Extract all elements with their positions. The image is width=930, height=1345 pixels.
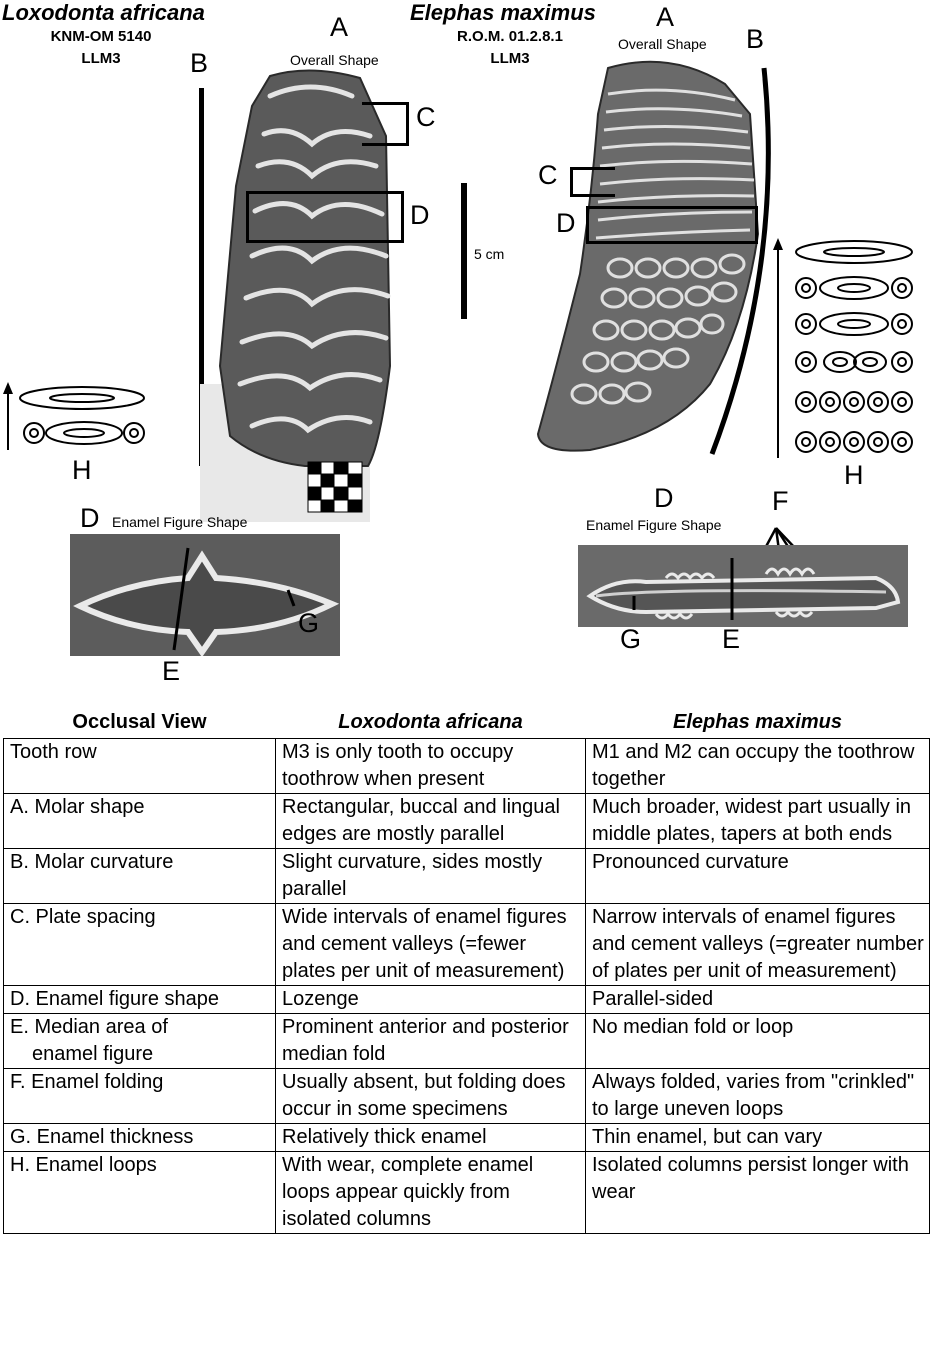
table-row: D. Enamel figure shape Lozenge Parallel-… <box>3 985 930 1014</box>
row-feature: E. Median area of enamel figure <box>3 1013 276 1069</box>
left-enamel-loop-diagram <box>3 382 145 450</box>
row-loxodonta: Prominent anterior and posterior median … <box>275 1013 586 1069</box>
right-label-f: F <box>772 486 789 516</box>
left-curvature-line <box>199 88 204 466</box>
row-elephas: Thin enamel, but can vary <box>585 1123 930 1152</box>
right-label-e: E <box>722 624 741 654</box>
right-label-g: G <box>620 624 642 654</box>
row-elephas: Narrow intervals of enamel figures and c… <box>585 903 930 986</box>
right-label-b: B <box>746 24 765 54</box>
table-row: E. Median area of enamel figure Prominen… <box>3 1013 930 1069</box>
scale-bar <box>461 183 467 319</box>
right-species-title: Elephas maximus <box>410 0 596 25</box>
right-label-h: H <box>844 460 864 490</box>
table-row: C. Plate spacing Wide intervals of ename… <box>3 903 930 986</box>
table-row: F. Enamel folding Usually absent, but fo… <box>3 1068 930 1124</box>
row-feature: F. Enamel folding <box>3 1068 276 1124</box>
table-row: A. Molar shape Rectangular, buccal and l… <box>3 793 930 849</box>
table-row: G. Enamel thickness Relatively thick ena… <box>3 1123 930 1152</box>
left-box-d <box>246 191 404 243</box>
row-feature: D. Enamel figure shape <box>3 985 276 1014</box>
left-label-d: D <box>410 200 430 230</box>
row-feature: Tooth row <box>3 738 276 794</box>
left-label-h: H <box>72 455 92 485</box>
right-label-d: D <box>556 208 576 238</box>
header-elephas: Elephas maximus <box>673 710 842 733</box>
row-feature: A. Molar shape <box>3 793 276 849</box>
row-loxodonta: Wide intervals of enamel figures and cem… <box>275 903 586 986</box>
right-enamel-loop-diagram <box>773 238 913 458</box>
left-enamel-figure-caption: Enamel Figure Shape <box>112 514 248 530</box>
table-row: H. Enamel loops With wear, complete enam… <box>3 1151 930 1234</box>
left-label-e: E <box>162 656 181 686</box>
right-label-c: C <box>538 160 558 190</box>
row-loxodonta: Usually absent, but folding does occur i… <box>275 1068 586 1124</box>
row-elephas: Isolated columns persist longer with wea… <box>585 1151 930 1234</box>
header-occlusal-view: Occlusal View <box>72 710 207 733</box>
table-row: Tooth row M3 is only tooth to occupy too… <box>3 738 930 794</box>
left-enamel-figure-photo <box>70 534 340 656</box>
scale-label: 5 cm <box>474 246 505 262</box>
right-enamel-figure-caption: Enamel Figure Shape <box>586 517 722 533</box>
right-tooth-code: LLM3 <box>490 50 530 67</box>
row-loxodonta: Lozenge <box>275 985 586 1014</box>
left-label-a: A <box>330 12 349 42</box>
row-feature: G. Enamel thickness <box>3 1123 276 1152</box>
table-header-row: Occlusal View Loxodonta africana Elephas… <box>4 706 930 739</box>
right-box-d <box>586 206 758 244</box>
left-specimen-number: KNM-OM 5140 <box>50 28 152 45</box>
left-label-g: G <box>298 608 320 638</box>
row-feature: H. Enamel loops <box>3 1151 276 1234</box>
table-row: B. Molar curvature Slight curvature, sid… <box>3 848 930 904</box>
left-tooth-code: LLM3 <box>81 50 121 67</box>
row-elephas: Always folded, varies from "crinkled" to… <box>585 1068 930 1124</box>
left-detail-label-d: D <box>80 503 100 533</box>
right-molar-photo <box>536 60 760 452</box>
right-label-a: A <box>656 2 675 32</box>
row-loxodonta: Slight curvature, sides mostly parallel <box>275 848 586 904</box>
right-enamel-figure-photo <box>578 527 908 627</box>
row-loxodonta: M3 is only tooth to occupy toothrow when… <box>275 738 586 794</box>
left-label-c: C <box>416 102 436 132</box>
left-box-c <box>362 102 409 146</box>
row-elephas: Much broader, widest part usually in mid… <box>585 793 930 849</box>
row-elephas: Pronounced curvature <box>585 848 930 904</box>
right-detail-label-d: D <box>654 483 674 513</box>
right-box-c <box>570 167 615 197</box>
row-elephas: No median fold or loop <box>585 1013 930 1069</box>
comparison-table: Occlusal View Loxodonta africana Elephas… <box>3 706 930 1234</box>
row-elephas: Parallel-sided <box>585 985 930 1014</box>
row-loxodonta: With wear, complete enamel loops appear … <box>275 1151 586 1234</box>
left-molar-photo <box>200 69 392 522</box>
row-feature: C. Plate spacing <box>3 903 276 986</box>
row-feature-line1: E. Median area of <box>10 1016 168 1038</box>
left-label-b: B <box>190 48 209 78</box>
right-curvature-line <box>709 67 771 455</box>
left-species-title: Loxodonta africana <box>2 0 205 25</box>
row-elephas: M1 and M2 can occupy the toothrow togeth… <box>585 738 930 794</box>
row-feature: B. Molar curvature <box>3 848 276 904</box>
right-overall-shape-caption: Overall Shape <box>618 36 707 52</box>
left-overall-shape-caption: Overall Shape <box>290 52 379 68</box>
header-loxodonta: Loxodonta africana <box>338 710 523 733</box>
row-feature-line2: enamel figure <box>32 1043 154 1065</box>
row-loxodonta: Relatively thick enamel <box>275 1123 586 1152</box>
right-specimen-number: R.O.M. 01.2.8.1 <box>457 28 563 45</box>
row-loxodonta: Rectangular, buccal and lingual edges ar… <box>275 793 586 849</box>
